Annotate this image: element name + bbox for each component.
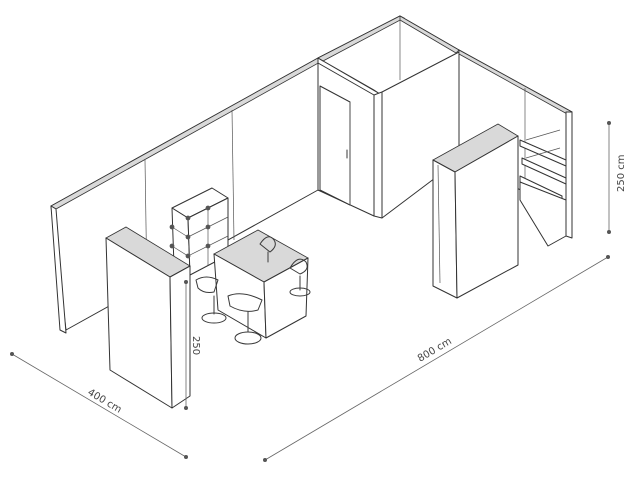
depth-label: 400 cm (85, 387, 123, 416)
stool-1 (259, 236, 276, 263)
wall-shelves (519, 129, 567, 247)
bar-stools (195, 236, 311, 345)
height-label: 250 cm (616, 154, 627, 192)
width-label: 800 cm (416, 336, 454, 365)
front-left-tower (105, 226, 191, 409)
bar-counter (213, 229, 309, 339)
right-tower (432, 123, 519, 299)
stool-2 (289, 258, 311, 297)
dimension-counter-height: 250 (184, 280, 201, 410)
storage-room (317, 15, 460, 219)
counter-height-label: 250 (190, 336, 201, 355)
dimension-height: 250 cm (607, 121, 627, 234)
stool-4 (227, 293, 263, 345)
stool-3 (195, 276, 227, 324)
